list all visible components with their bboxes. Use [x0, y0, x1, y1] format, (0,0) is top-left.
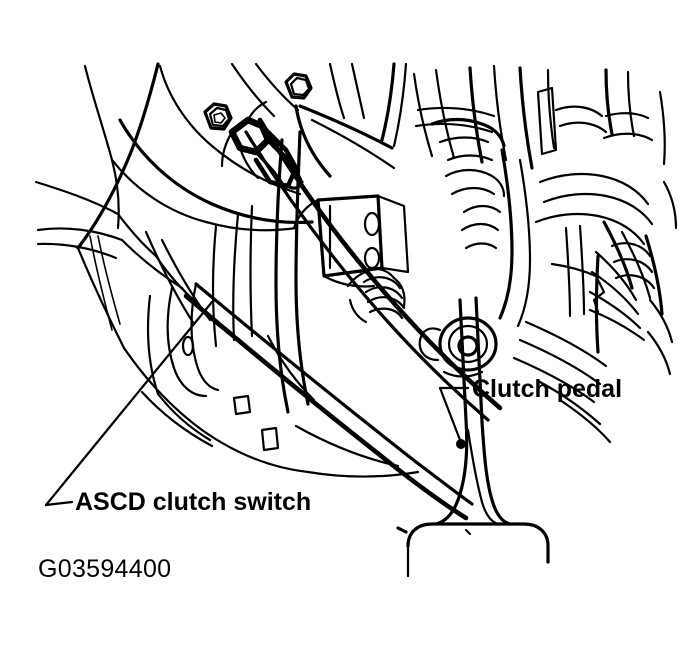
- ascd-switch-leader-line: [44, 300, 214, 507]
- firewall-boot-ribs: [512, 220, 674, 444]
- label-ascd-clutch-switch: ASCD clutch switch: [75, 488, 311, 516]
- clutch-pedal-leader-dot: [456, 439, 466, 449]
- lower-right-marks: [396, 526, 472, 536]
- clutch-pedal-leader-line: [438, 386, 470, 449]
- small-tab-2: [260, 426, 280, 452]
- figure-code: G03594400: [38, 555, 171, 583]
- small-tab: [232, 394, 252, 416]
- bracket-hole-upper: [363, 211, 381, 237]
- clutch-push-rod: [183, 104, 503, 521]
- lower-left-structure: [122, 334, 420, 478]
- hex-bolt-upper-mid-icon: [284, 72, 313, 100]
- bushing-mid-ring: [447, 324, 489, 364]
- bracket-oval-hole-plate: [146, 282, 220, 398]
- clutch-pedal-pad: [406, 522, 550, 578]
- clutch-pedal-arm: [434, 296, 512, 526]
- upper-left-panel-contours: [34, 62, 314, 350]
- return-spring-coil: [346, 267, 406, 324]
- oval-hole: [181, 335, 195, 357]
- right-harness-brackets: [412, 64, 666, 328]
- right-upper-arcs: [610, 180, 678, 290]
- bushing-outer-ring: [438, 316, 498, 372]
- upper-structure-rails: [230, 62, 408, 170]
- label-clutch-pedal: Clutch pedal: [472, 375, 622, 403]
- clip-tab: [536, 86, 558, 156]
- ascd-leader-tick: [44, 500, 74, 507]
- clutch-pedal-leader-stem: [438, 386, 462, 442]
- hex-bolt-upper-left-icon: [203, 102, 233, 131]
